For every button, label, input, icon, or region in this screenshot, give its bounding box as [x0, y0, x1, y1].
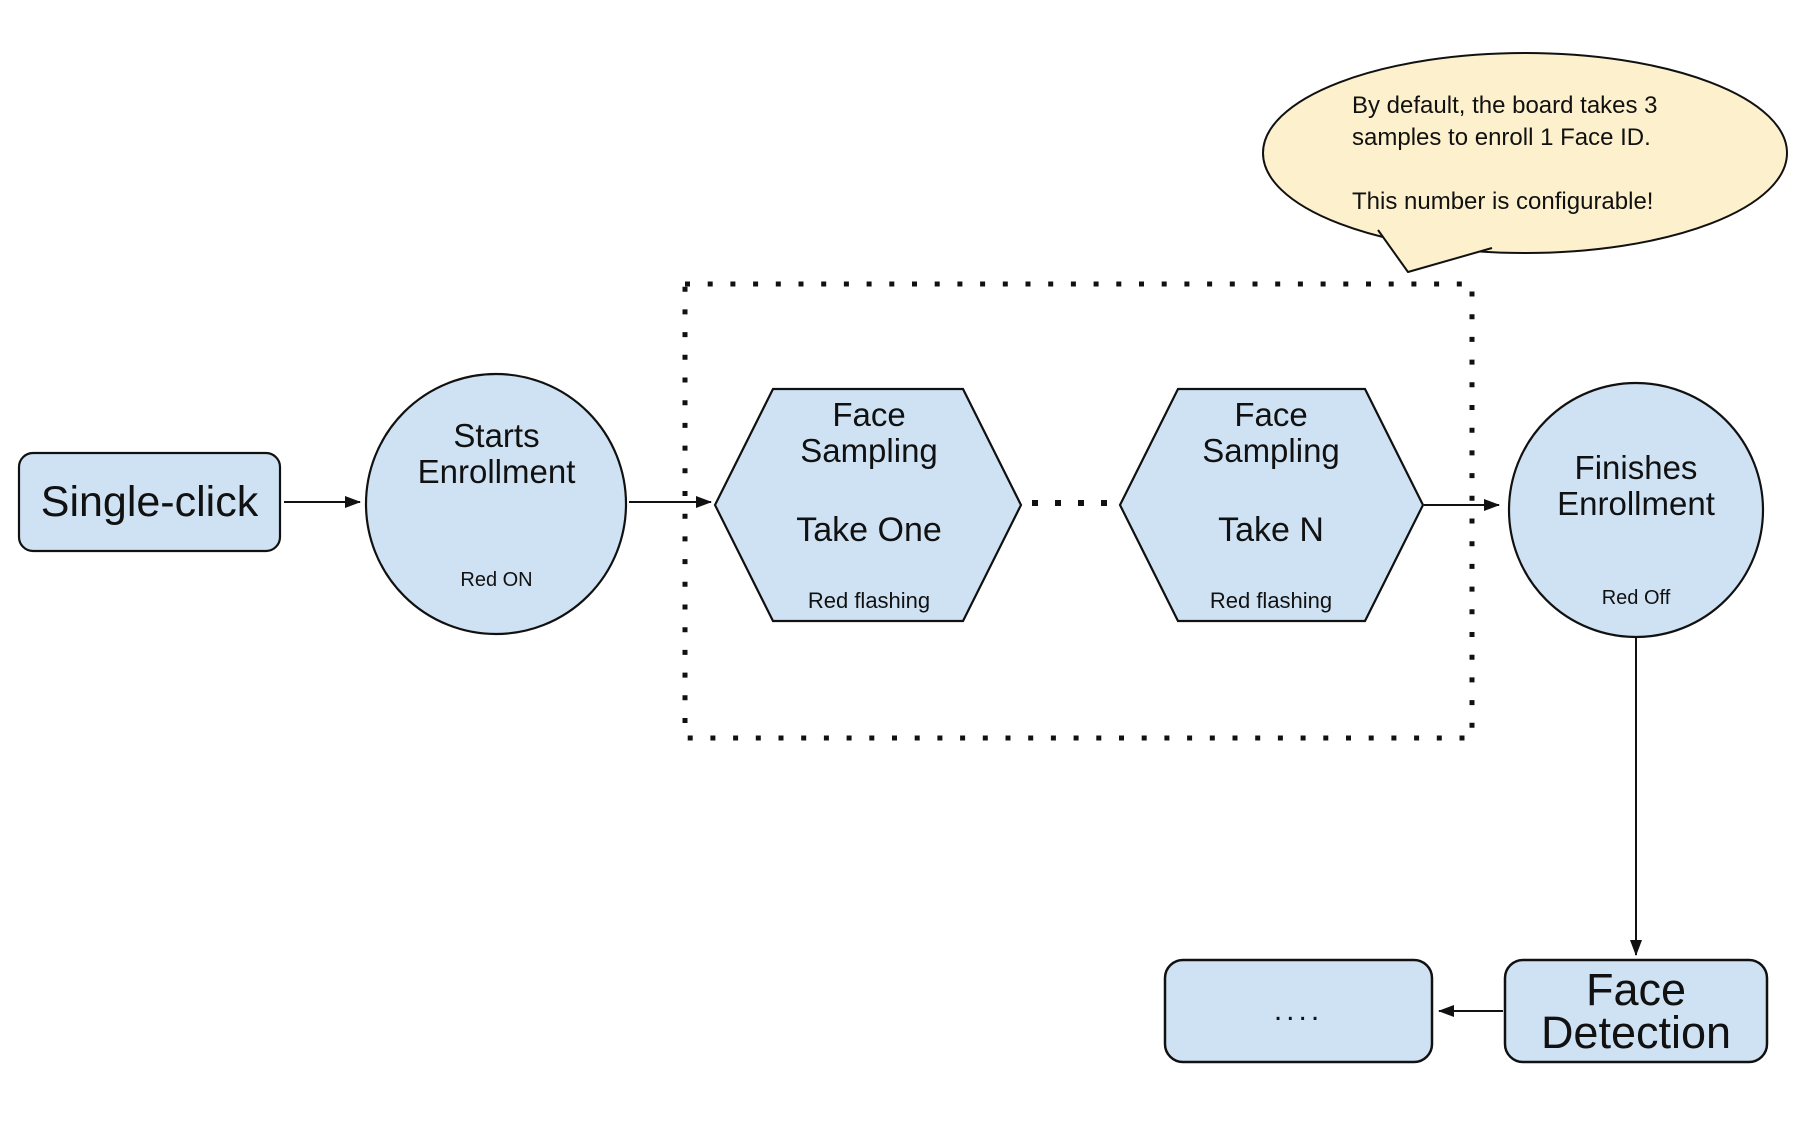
starts-enrollment-line1: Starts — [453, 417, 540, 454]
single-click-box — [17, 451, 282, 553]
face-detection-label: Face Detection — [1505, 960, 1767, 1062]
face-sampling-n-status: Red flashing — [1209, 588, 1333, 613]
face-sampling-one-line2: Sampling — [800, 432, 938, 469]
single-click-label: Single-click — [40, 477, 259, 526]
starts-enrollment-status: Red ON — [460, 569, 533, 591]
callout-line1: By default, the board takes 3 — [1352, 92, 1658, 119]
finishes-enrollment-line2: Enrollment — [1557, 485, 1715, 522]
face-sampling-n-label: Face Sampling — [1146, 397, 1396, 469]
face-sampling-one-status: Red flashing — [807, 588, 931, 613]
starts-enrollment-label: Starts Enrollment — [366, 418, 627, 490]
face-sampling-one-take-label: Take One — [796, 511, 942, 549]
starts-enrollment-line2: Enrollment — [417, 453, 576, 490]
face-sampling-one-label: Face Sampling — [744, 397, 994, 469]
finishes-enrollment-circle — [1507, 381, 1765, 639]
face-sampling-one-hexagon — [713, 387, 1023, 623]
face-sampling-n-line2: Sampling — [1202, 432, 1340, 469]
callout-bubble-tail — [1377, 229, 1493, 273]
finishes-enrollment-line1: Finishes — [1574, 449, 1698, 486]
continuation-box — [1163, 958, 1434, 1064]
callout-text: By default, the board takes 3 samples to… — [1352, 90, 1732, 218]
face-detection-line2: Detection — [1540, 1007, 1732, 1058]
callout-bubble-ellipse — [1262, 52, 1788, 254]
face-detection-box — [1503, 958, 1769, 1064]
finishes-enrollment-label: Finishes Enrollment — [1506, 450, 1766, 522]
callout-line3: This number is configurable! — [1352, 188, 1654, 215]
finishes-enrollment-status: Red Off — [1601, 587, 1671, 609]
face-sampling-one-line1: Face — [832, 396, 906, 433]
face-sampling-n-line1: Face — [1234, 396, 1308, 433]
starts-enrollment-circle — [364, 372, 628, 636]
continuation-label: .... — [1273, 994, 1324, 1027]
face-detection-line1: Face — [1585, 964, 1687, 1015]
callout-line2: samples to enroll 1 Face ID. — [1352, 124, 1651, 151]
sampling-group-dotted-border — [682, 281, 1475, 741]
face-sampling-n-take-label: Take N — [1218, 511, 1324, 549]
face-sampling-n-hexagon — [1118, 387, 1425, 623]
